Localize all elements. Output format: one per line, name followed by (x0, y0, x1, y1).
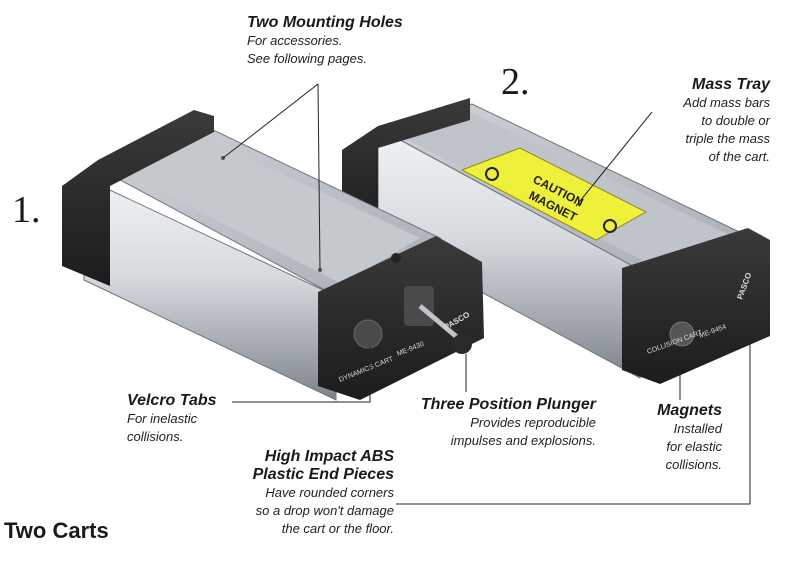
velcro-tab (353, 319, 383, 349)
cart2-front-end-piece (622, 228, 770, 384)
cart2-rear-end-piece (342, 98, 470, 236)
magnets-desc-2: for elastic (666, 439, 722, 454)
plunger-desc-2: impulses and explosions. (450, 433, 596, 448)
leader-velcro (232, 346, 371, 403)
leader-end-pieces (396, 332, 751, 505)
cart-number-1: 1. (12, 189, 41, 231)
mounting-holes-desc-1: For accessories. (247, 33, 343, 48)
leader-mounting-hole-2 (317, 83, 321, 271)
mass-tray-desc-1: Add mass bars (683, 95, 770, 110)
end-pieces-title-1: High Impact ABS (264, 448, 394, 465)
label-end-pieces: High Impact ABS Plastic End Pieces Have … (253, 448, 394, 538)
mass-tray-desc-2: to double or (701, 113, 770, 128)
end-pieces-desc-2: so a drop won't damage (255, 503, 394, 518)
velcro-tabs-title: Velcro Tabs (127, 392, 217, 409)
cart1-rear-end-piece (62, 110, 214, 286)
cart2-magnet-disk (669, 321, 695, 347)
label-plunger: Three Position Plunger Provides reproduc… (421, 396, 596, 450)
magnets-desc-1: Installed (673, 421, 722, 436)
leader-lines (222, 83, 751, 505)
mass-tray-desc-3: triple the mass (685, 131, 770, 146)
mounting-holes-desc-2: See following pages. (247, 51, 367, 66)
section-heading: Two Carts (4, 518, 109, 543)
label-magnets: Magnets Installed for elastic collisions… (657, 402, 722, 474)
magnets-title: Magnets (657, 402, 722, 419)
label-mounting-holes: Two Mounting Holes For accessories. See … (247, 14, 403, 68)
cart1-front-end-piece (318, 236, 484, 400)
leader-mounting-hole-1 (222, 83, 319, 159)
mass-tray-title: Mass Tray (692, 76, 770, 93)
end-pieces-desc-3: the cart or the floor. (281, 521, 394, 536)
magnets-desc-3: collisions. (665, 457, 722, 472)
plunger (391, 253, 472, 354)
collision-cart: CAUTION MAGNET COLLISION CART ME-9454 PA… (342, 98, 770, 384)
mass-tray-desc-4: of the cart. (708, 149, 770, 164)
dynamics-cart: DYNAMICS CART ME-9430 PASCO (62, 110, 484, 401)
leader-mass-tray (575, 111, 653, 207)
end-pieces-desc-1: Have rounded corners (265, 485, 394, 500)
cart-number-2: 2. (501, 61, 530, 103)
label-velcro-tabs: Velcro Tabs For inelastic collisions. (127, 392, 217, 446)
end-pieces-title-2: Plastic End Pieces (252, 466, 394, 483)
label-mass-tray: Mass Tray Add mass bars to double or tri… (683, 76, 770, 166)
velcro-tabs-desc-1: For inelastic (127, 411, 198, 426)
plunger-desc-1: Provides reproducible (470, 415, 596, 430)
plunger-title: Three Position Plunger (420, 396, 596, 413)
caution-sticker: CAUTION MAGNET (460, 147, 648, 241)
mounting-holes-title: Two Mounting Holes (247, 14, 403, 31)
velcro-tabs-desc-2: collisions. (127, 429, 184, 444)
